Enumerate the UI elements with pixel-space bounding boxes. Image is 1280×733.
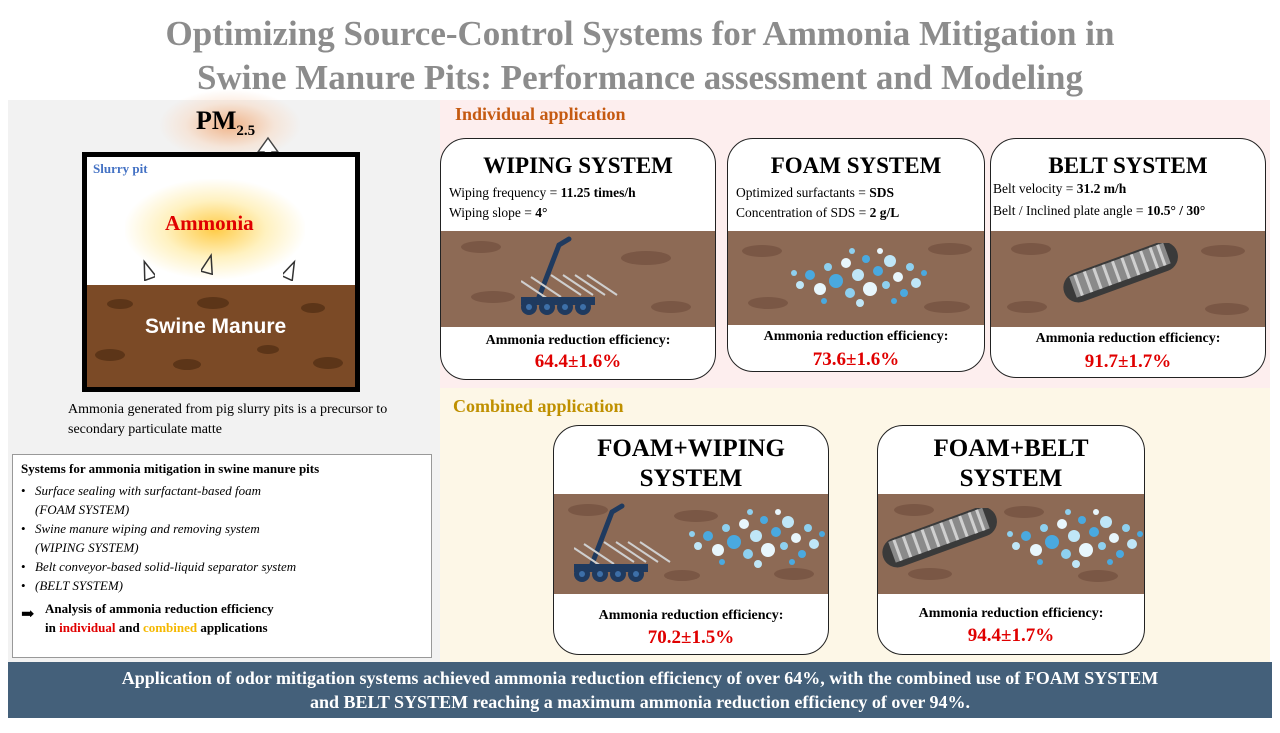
list-item: (FOAM SYSTEM) (35, 502, 130, 517)
foam-belt-system-card: FOAM+BELT SYSTEM Ammonia reduction effic… (877, 425, 1145, 655)
combined-label: Combined application (453, 396, 624, 416)
list-item: Swine manure wiping and removing system (21, 519, 423, 538)
page-title: Optimizing Source-Control Systems for Am… (0, 12, 1280, 100)
card-title: WIPING SYSTEM (483, 153, 673, 178)
card-title-line-2: SYSTEM (639, 465, 743, 492)
param-wiping-slope: Wiping slope = 4° (449, 205, 548, 220)
card-title-line-1: FOAM+WIPING (597, 435, 785, 462)
list-item: Surface sealing with surfactant-based fo… (21, 481, 423, 500)
analysis-note: ➡ Analysis of ammonia reduction efficien… (21, 601, 274, 635)
swine-manure-label: Swine Manure (145, 315, 287, 338)
param-sds-concentration: Concentration of SDS = 2 g/L (736, 205, 900, 220)
rising-arrow-icon (201, 252, 214, 275)
param-belt-velocity: Belt velocity = 31.2 m/h (993, 181, 1127, 196)
belt-conveyor-icon (880, 508, 1003, 574)
card-title-line-1: FOAM+BELT (933, 435, 1089, 462)
conclusion-banner: Application of odor mitigation systems a… (8, 662, 1272, 718)
efficiency-label: Ammonia reduction efficiency: (918, 606, 1104, 621)
efficiency-value: 64.4±1.6% (534, 351, 622, 372)
systems-box: Systems for ammonia mitigation in swine … (12, 454, 432, 658)
systems-title: Systems for ammonia mitigation in swine … (21, 461, 320, 476)
param-wiping-frequency: Wiping frequency = 11.25 times/h (449, 185, 636, 200)
combined-highlight: combined (142, 620, 198, 635)
systems-list: Surface sealing with surfactant-based fo… (21, 481, 423, 595)
efficiency-label: Ammonia reduction efficiency: (598, 608, 784, 623)
wiper-icon (521, 235, 631, 321)
efficiency-label: Ammonia reduction efficiency: (1035, 331, 1221, 346)
wiping-system-card: WIPING SYSTEM Wiping frequency = 11.25 t… (440, 138, 716, 380)
rising-arrow-icon (143, 259, 155, 281)
wiper-icon (574, 502, 684, 588)
pm-glow (160, 90, 300, 160)
conclusion-line-2: and BELT SYSTEM reaching a maximum ammon… (309, 692, 971, 712)
individual-label: Individual application (455, 104, 626, 124)
card-title: FOAM SYSTEM (770, 153, 942, 178)
foam-system-card: FOAM SYSTEM Optimized surfactants = SDS … (727, 138, 985, 372)
foam-bubbles-icon (1007, 509, 1143, 568)
foam-bubbles-icon (791, 248, 927, 307)
efficiency-value: 91.7±1.7% (1084, 351, 1172, 372)
list-item: Belt conveyor-based solid-liquid separat… (21, 557, 423, 576)
title-line-1: Optimizing Source-Control Systems for Am… (165, 14, 1115, 53)
slurry-pit-label: Slurry pit (93, 161, 148, 176)
ammonia-label: Ammonia (165, 211, 254, 235)
conclusion-line-1: Application of odor mitigation systems a… (121, 668, 1159, 688)
efficiency-label: Ammonia reduction efficiency: (763, 329, 949, 344)
card-title-line-2: SYSTEM (959, 465, 1063, 492)
card-title: BELT SYSTEM (1048, 153, 1208, 178)
ammonia-glow (125, 179, 305, 279)
rising-arrow-icon (283, 259, 296, 281)
belt-conveyor-icon (1061, 243, 1184, 309)
pm25-label: PM2.5 (196, 106, 256, 140)
individual-highlight: individual (59, 620, 116, 635)
swine-manure-layer: Swine Manure (87, 285, 355, 387)
belt-system-card: BELT SYSTEM Belt velocity = 31.2 m/h Bel… (990, 138, 1266, 378)
param-surfactant: Optimized surfactants = SDS (736, 185, 894, 200)
list-item: (WIPING SYSTEM) (35, 540, 139, 555)
pit-caption: Ammonia generated from pig slurry pits i… (68, 402, 388, 437)
efficiency-value: 94.4±1.7% (967, 625, 1055, 646)
foam-bubbles-icon (689, 509, 825, 568)
title-line-2: Swine Manure Pits: Performance assessmen… (197, 58, 1083, 97)
efficiency-label: Ammonia reduction efficiency: (485, 333, 671, 348)
efficiency-value: 73.6±1.6% (812, 349, 900, 370)
right-arrow-icon: ➡ (21, 606, 35, 623)
foam-wiping-system-card: FOAM+WIPING SYSTEM Ammonia reduction eff… (553, 425, 829, 655)
slurry-pit: Slurry pit Ammonia Swine Manure (82, 152, 360, 392)
efficiency-value: 70.2±1.5% (647, 627, 735, 648)
list-item: (BELT SYSTEM) (21, 576, 423, 595)
param-belt-angle: Belt / Inclined plate angle = 10.5° / 30… (993, 203, 1206, 218)
